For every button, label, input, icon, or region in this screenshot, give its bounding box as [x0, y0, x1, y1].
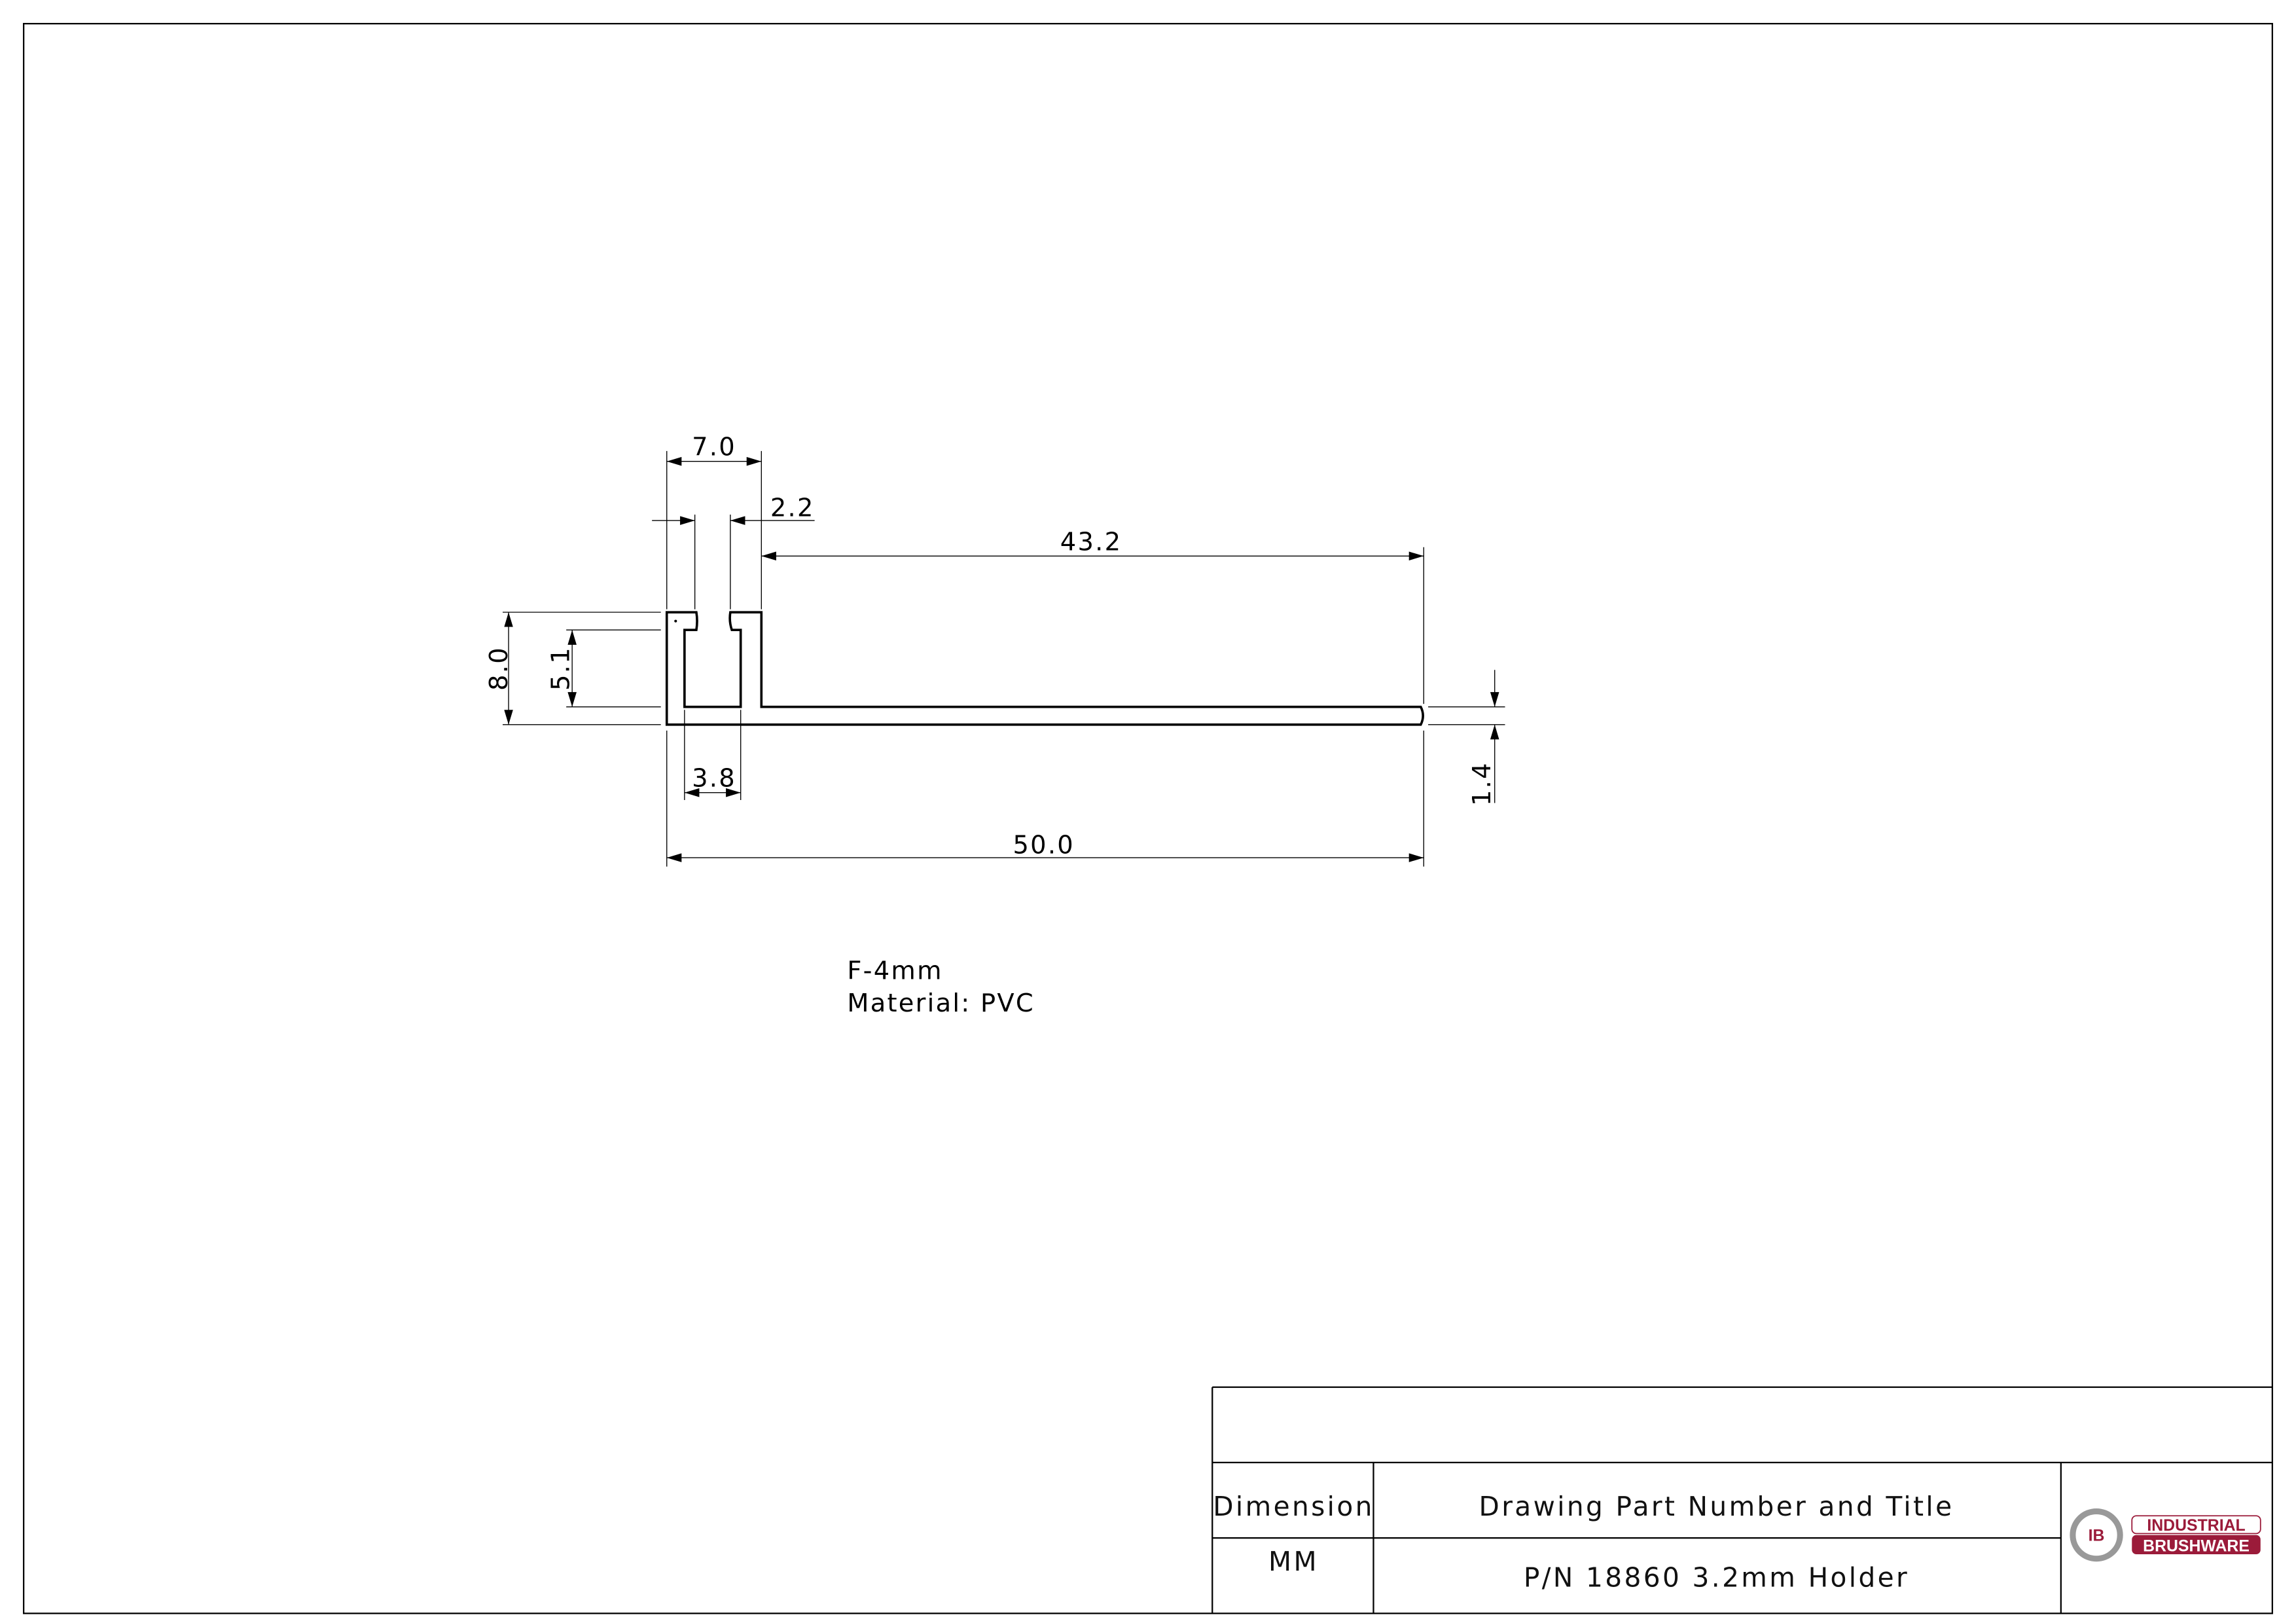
title-value: P/N 18860 3.2mm Holder: [1524, 1562, 1909, 1594]
dim-flange-length: 43.2: [761, 527, 1424, 704]
dim-label: 3.8: [692, 764, 736, 793]
dim-overall-height: 8.0: [484, 611, 661, 725]
profile-point: [674, 619, 677, 623]
dim-label: 8.0: [484, 646, 514, 691]
profile-outline: [665, 611, 1424, 726]
logo-mark-text: IB: [2089, 1527, 2105, 1545]
dim-label: 1.4: [1467, 761, 1497, 806]
dim-label: 7.0: [692, 433, 736, 462]
logo-line1: INDUSTRIAL: [2147, 1517, 2245, 1535]
dim-label: 2.2: [770, 493, 815, 522]
note-finish: F-4mm: [847, 956, 942, 985]
company-logo: IB INDUSTRIAL BRUSHWARE: [2070, 1508, 2261, 1562]
dim-flange-thickness: 1.4: [1428, 670, 1505, 806]
dim-label: 43.2: [1060, 527, 1122, 556]
dim-label: 5.1: [547, 646, 576, 691]
note-material: Material: PVC: [847, 989, 1035, 1018]
dim-channel-depth: 5.1: [547, 629, 661, 708]
dimension-label: Dimension: [1213, 1491, 1374, 1522]
title-label: Drawing Part Number and Title: [1479, 1491, 1954, 1522]
logo-line2: BRUSHWARE: [2143, 1537, 2250, 1555]
title-block: Dimension MM Drawing Part Number and Tit…: [1211, 1386, 2272, 1614]
dimension-value: MM: [1268, 1546, 1319, 1577]
dim-channel-inner-width: 3.8: [684, 710, 742, 800]
dim-overall-length: 50.0: [666, 730, 1424, 867]
dim-top-width: 7.0: [666, 433, 762, 610]
dim-slot-width: 2.2: [652, 493, 815, 610]
dim-label: 50.0: [1013, 830, 1075, 860]
sheet-border: [23, 23, 2273, 1614]
